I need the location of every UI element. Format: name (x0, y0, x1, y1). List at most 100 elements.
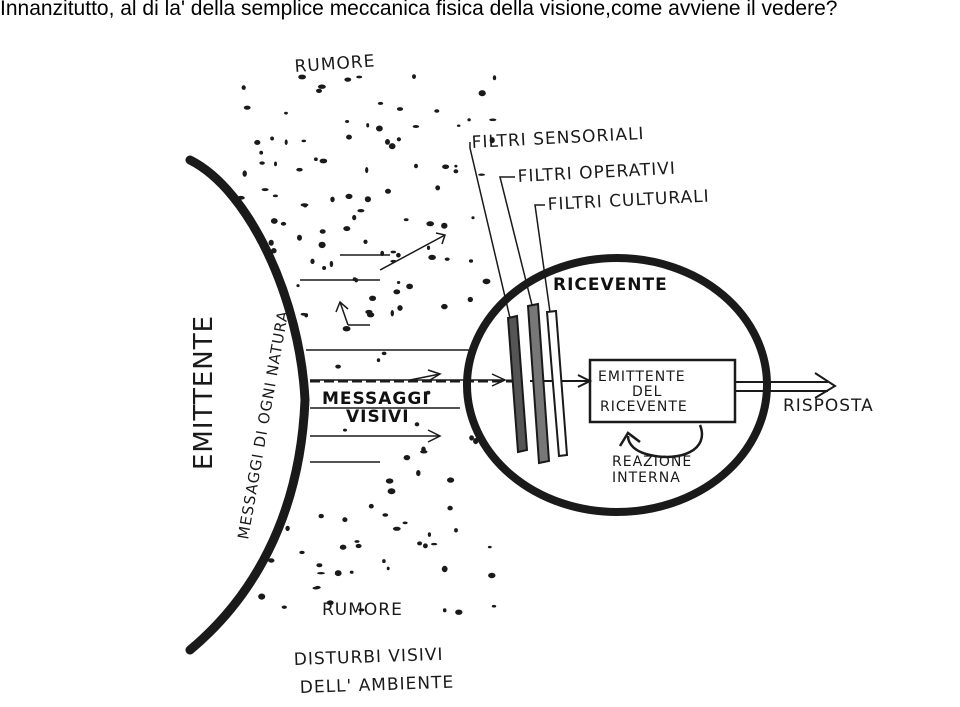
noise-dot (467, 296, 473, 303)
noise-dot (442, 164, 450, 170)
response-label: RISPOSTA (783, 396, 874, 416)
noise-dot (259, 150, 264, 155)
noise-dot (296, 167, 303, 172)
disturbances-line1: DISTURBI VISIVI (293, 645, 443, 670)
noise-dot (334, 570, 342, 577)
noise-dot (343, 428, 347, 432)
noise-dot (345, 193, 353, 199)
noise-dot (396, 107, 404, 111)
noise-dot (285, 525, 290, 532)
noise-dot (396, 281, 401, 284)
noise-dot (259, 161, 265, 165)
noise-dot (435, 185, 441, 191)
internal-reaction-arrow (618, 424, 704, 459)
noise-dot (390, 310, 394, 317)
noise-dot (478, 173, 485, 176)
noise-dot (381, 351, 387, 356)
noise-dot (390, 250, 397, 254)
noise-dot (369, 295, 377, 301)
noise-dot (426, 390, 431, 395)
noise-dot (314, 157, 318, 161)
noise-top-label: RUMORE (294, 51, 376, 77)
noise-dot (412, 125, 420, 128)
noise-dot (385, 139, 390, 145)
noise-dot (489, 137, 495, 144)
noise-dot (352, 214, 357, 221)
noise-dot (469, 435, 474, 441)
noise-dot (434, 109, 440, 113)
noise-dot (368, 503, 374, 509)
filter-leaders (469, 142, 551, 319)
noise-dot (258, 593, 266, 600)
slide-title: Innanzitutto, al di la' della semplice m… (0, 0, 838, 20)
filter-operative-bar (526, 302, 551, 465)
noise-dot (426, 221, 435, 227)
internal-reaction-line2: INTERNA (612, 470, 681, 486)
noise-dot (441, 565, 448, 573)
noise-dot (414, 422, 420, 427)
noise-particles (237, 74, 497, 615)
noise-dot (396, 252, 401, 258)
noise-dot (468, 259, 474, 263)
noise-dot (487, 545, 492, 549)
noise-dot (366, 123, 370, 128)
noise-dot (312, 586, 320, 590)
noise-dot (473, 438, 479, 445)
receiver-emitter-line1: EMITTENTE (598, 369, 686, 385)
noise-dot (268, 558, 275, 563)
noise-dot (482, 278, 491, 285)
noise-dot (441, 303, 448, 310)
noise-dot (329, 260, 334, 268)
receiver-label: RICEVENTE (553, 275, 668, 295)
noise-dot (427, 532, 431, 537)
noise-dot (354, 540, 360, 543)
noise-dot (414, 163, 418, 169)
noise-dot (297, 234, 302, 241)
noise-dot (406, 283, 413, 290)
noise-dot (243, 105, 251, 110)
noise-dot (365, 167, 369, 174)
noise-dot (366, 312, 375, 318)
noise-dot (345, 120, 350, 123)
noise-dot (377, 101, 384, 105)
noise-dot (382, 513, 389, 517)
noise-dot (385, 188, 391, 194)
noise-dot (322, 266, 327, 270)
noise-dot (358, 608, 365, 612)
filter-sensory-label: FILTRI SENSORIALI (471, 124, 645, 153)
noise-dot (261, 188, 269, 192)
noise-dot (281, 605, 287, 609)
noise-dot (310, 258, 315, 264)
noise-dot (284, 111, 288, 115)
noise-dot (330, 196, 335, 203)
noise-dot (447, 477, 455, 483)
noise-dot (274, 161, 277, 167)
noise-dot (447, 505, 453, 511)
noise-dot (271, 248, 277, 254)
noise-dot (250, 224, 257, 228)
noise-dot (316, 563, 323, 568)
noise-dot (267, 250, 272, 255)
filter-cultural-bar (545, 309, 569, 458)
visual-messages-line2: VISIVI (346, 407, 410, 427)
noise-dot (454, 164, 458, 168)
noise-dot (403, 455, 411, 461)
noise-dot (318, 513, 324, 519)
noise-dot (268, 239, 274, 246)
emitter-label: EMITTENTE (189, 315, 219, 470)
noise-dot (492, 75, 497, 81)
noise-dot (346, 134, 352, 140)
noise-dot (385, 478, 394, 484)
noise-dot (342, 517, 348, 523)
filter-cultural-label: FILTRI CULTURALI (547, 187, 710, 215)
noise-dot (326, 600, 334, 606)
noise-dot (441, 222, 448, 229)
noise-dot (260, 237, 266, 243)
noise-dot (454, 528, 458, 533)
internal-reaction-line1: REAZIONE (612, 454, 692, 470)
noise-dot (318, 84, 326, 89)
noise-dot (421, 446, 426, 453)
noise-dot (444, 257, 450, 261)
noise-dot (392, 526, 401, 531)
